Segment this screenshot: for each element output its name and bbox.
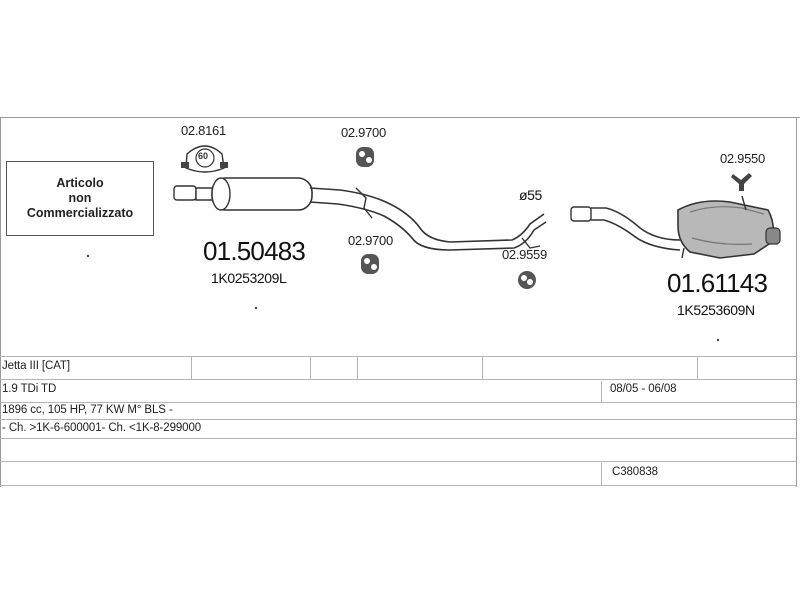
notice-line-1: Articolo: [56, 176, 104, 190]
exhaust-diagram: Articolo non Commercializzato: [0, 118, 800, 358]
middle-silencer-part-number: 01.50483: [203, 236, 306, 266]
rubber-bottom-part-number: 02.9700: [348, 233, 393, 248]
notice-line-2: non: [68, 191, 92, 205]
vehicle-engine: 1.9 TDi TD: [2, 383, 57, 395]
column-divider: [697, 357, 698, 380]
clamp-part-number: 02.8161: [181, 123, 226, 138]
catalog-code: C380838: [612, 466, 658, 478]
vehicle-period: 08/05 - 06/08: [610, 383, 677, 395]
frame-top-border: [0, 117, 800, 118]
exhaust-drawing: [86, 145, 781, 342]
pipe-diameter-label: ø55: [519, 187, 542, 203]
table-row: [0, 356, 797, 380]
table-row: [0, 420, 797, 439]
notice-line-3: Commercializzato: [26, 206, 134, 220]
table-row: [0, 380, 797, 403]
vehicle-chassis: - Ch. >1K-6-600001- Ch. <1K-8-299000: [2, 422, 202, 434]
dot-mark: [716, 338, 720, 342]
hanger-part-number: 02.9550: [720, 151, 765, 166]
column-divider: [601, 463, 602, 486]
clamp-icon: [181, 145, 228, 173]
column-divider: [191, 357, 192, 380]
rear-silencer-drawing: [570, 195, 781, 259]
clamp-size-label: 60: [198, 151, 209, 161]
rubber-mount-icon: [361, 254, 379, 274]
dot-mark: [254, 306, 258, 310]
hanger-icon: [731, 173, 752, 191]
middle-silencer-drawing: [173, 177, 547, 251]
frame-right-border: [796, 117, 797, 487]
middle-silencer-oem-number: 1K0253209L: [211, 270, 287, 286]
table-row: [0, 462, 797, 486]
dot-mark: [86, 254, 90, 258]
rubber-top-part-number: 02.9700: [341, 125, 386, 140]
rubber-ring-part-number: 02.9559: [502, 247, 547, 262]
vehicle-model: Jetta III [CAT]: [2, 360, 70, 372]
table-top-border: [0, 356, 797, 357]
column-divider: [357, 357, 358, 380]
not-available-notice: Articolo non Commercializzato: [6, 161, 154, 236]
rear-silencer-part-number: 01.61143: [667, 268, 768, 298]
rubber-ring-icon: [518, 271, 536, 289]
column-divider: [601, 381, 602, 403]
frame-left-border: [0, 117, 1, 487]
vehicle-spec: 1896 cc, 105 HP, 77 KW M° BLS -: [2, 404, 173, 416]
column-divider: [310, 357, 311, 380]
table-row: [0, 403, 797, 420]
column-divider: [482, 357, 483, 380]
rubber-mount-icon: [356, 147, 374, 167]
table-row: [0, 439, 797, 462]
rear-silencer-oem-number: 1K5253609N: [677, 302, 755, 318]
